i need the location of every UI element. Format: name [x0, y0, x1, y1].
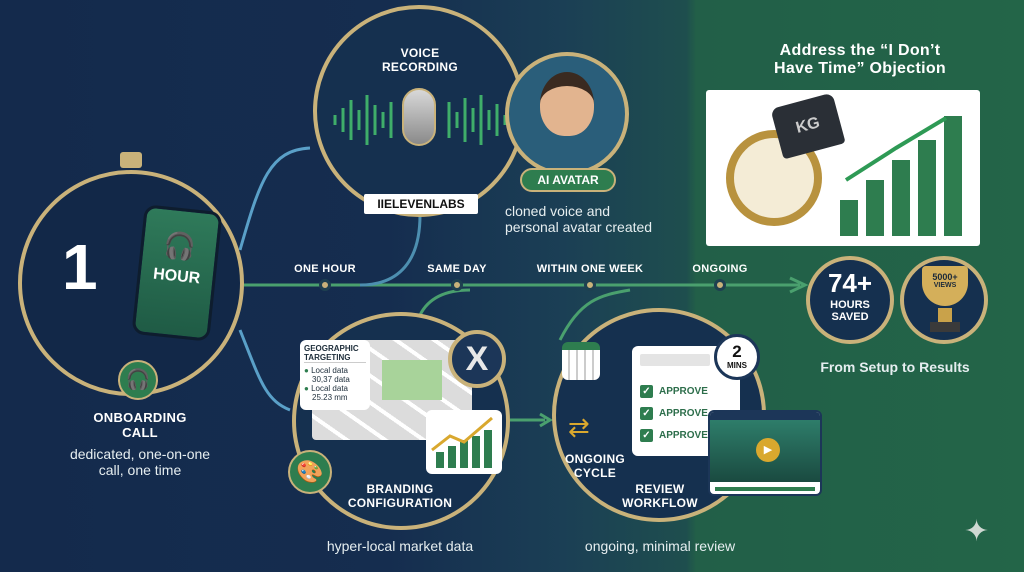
approve-item: ✓APPROVE — [640, 424, 732, 446]
timeline-dot — [584, 279, 596, 291]
timeline-label-same-day: SAME DAY — [427, 263, 487, 275]
ai-avatar-label: AI AVATAR — [520, 168, 616, 192]
weight-icon: KG — [770, 92, 846, 160]
play-icon[interactable]: ▶ — [756, 438, 780, 462]
palette-icon: 🎨 — [288, 450, 332, 494]
headset-badge-icon: 🎧 — [118, 360, 158, 400]
video-player-card[interactable]: ▶ — [708, 410, 822, 496]
approve-item: ✓APPROVE — [640, 402, 732, 424]
cycle-arrows-icon: ⇄ — [568, 412, 590, 442]
waveform — [333, 95, 507, 145]
stopwatch-crown — [120, 152, 142, 168]
trophy-icon: 5000+VIEWS — [922, 266, 968, 306]
timeline-dot — [451, 279, 463, 291]
hour-label: HOUR — [152, 265, 201, 288]
elevenlabs-badge: IIELEVENLABS — [364, 194, 478, 214]
timeline-dot — [714, 279, 726, 291]
timeline-label-ongoing: ONGOING — [692, 263, 748, 275]
approve-item: ✓APPROVE — [640, 380, 732, 402]
timeline-label-one-hour: ONE HOUR — [294, 263, 356, 275]
results-caption: From Setup to Results — [820, 359, 970, 375]
sparkle-icon: ✦ — [964, 515, 990, 548]
growth-chart-card — [426, 410, 502, 474]
objection-image: KG — [706, 90, 980, 246]
microphone-icon — [402, 88, 436, 146]
calendar-icon — [562, 342, 600, 380]
trophy-badge: 5000+VIEWS — [900, 256, 988, 344]
x-logo-badge: X — [448, 330, 506, 388]
avatar-face — [540, 72, 594, 136]
headset-icon: 🎧 — [162, 229, 198, 263]
timeline-dot — [319, 279, 331, 291]
timeline-label-within-one-week: WITHIN ONE WEEK — [536, 263, 644, 275]
one-number: 1 — [62, 231, 98, 303]
growth-bars — [840, 116, 962, 236]
phone: 🎧 HOUR — [131, 204, 223, 342]
branding-desc: hyper-local market data — [326, 538, 474, 554]
review-desc: ongoing, minimal review — [584, 538, 736, 554]
